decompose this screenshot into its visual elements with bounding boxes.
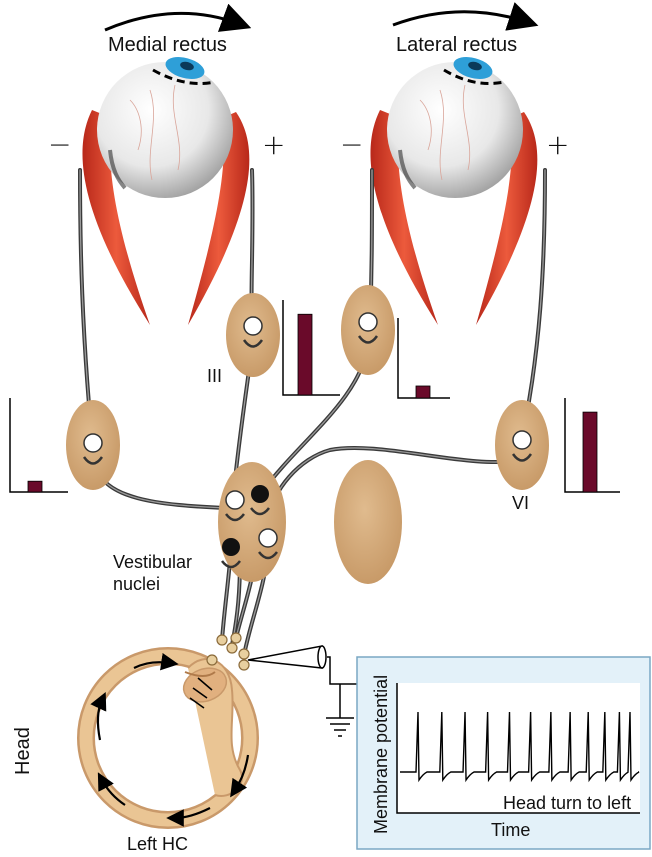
- recording-electrode: [248, 646, 365, 736]
- contralateral-vestibular-nucleus: [334, 460, 402, 584]
- vestibular-nuclei: [218, 462, 286, 582]
- rotation-arrow-left: [105, 13, 240, 30]
- vestibular-nuclei-label-line1: Vestibular: [113, 552, 192, 573]
- recording-ylabel: Membrane potential: [371, 675, 392, 834]
- medial-rectus-label: Medial rectus: [108, 34, 227, 57]
- afferent-terminals: [207, 633, 249, 670]
- activity-bar-left-motoneuron: [28, 481, 42, 492]
- head-label: Head: [12, 727, 35, 775]
- nucleus-III-label: III: [207, 366, 222, 387]
- horizontal-semicircular-canal: [86, 656, 250, 820]
- left-eyeball: [97, 53, 233, 198]
- nucleus-VI: [495, 400, 549, 490]
- vestibular-nuclei-label-line2: nuclei: [113, 574, 160, 595]
- interneuron-nucleus: [341, 285, 395, 375]
- right-eyeball: [387, 53, 523, 198]
- nucleus-III: [226, 293, 280, 377]
- lateral-rectus-label: Lateral rectus: [396, 34, 517, 57]
- activity-bar-VI: [583, 412, 597, 492]
- left-minus-sign: −: [48, 128, 71, 161]
- left-hc-label: Left HC: [127, 834, 188, 855]
- activity-bar-III: [298, 314, 312, 395]
- left-plus-sign: +: [262, 128, 285, 161]
- rotation-arrow-right: [393, 12, 527, 25]
- activity-bar-interneuron: [416, 386, 430, 398]
- recording-xlabel: Time: [491, 820, 530, 841]
- right-plus-sign: +: [546, 128, 569, 161]
- right-minus-sign: −: [340, 128, 363, 161]
- left-motoneuron-nucleus: [66, 400, 120, 490]
- nucleus-VI-label: VI: [512, 493, 529, 514]
- recording-annotation: Head turn to left: [503, 793, 631, 814]
